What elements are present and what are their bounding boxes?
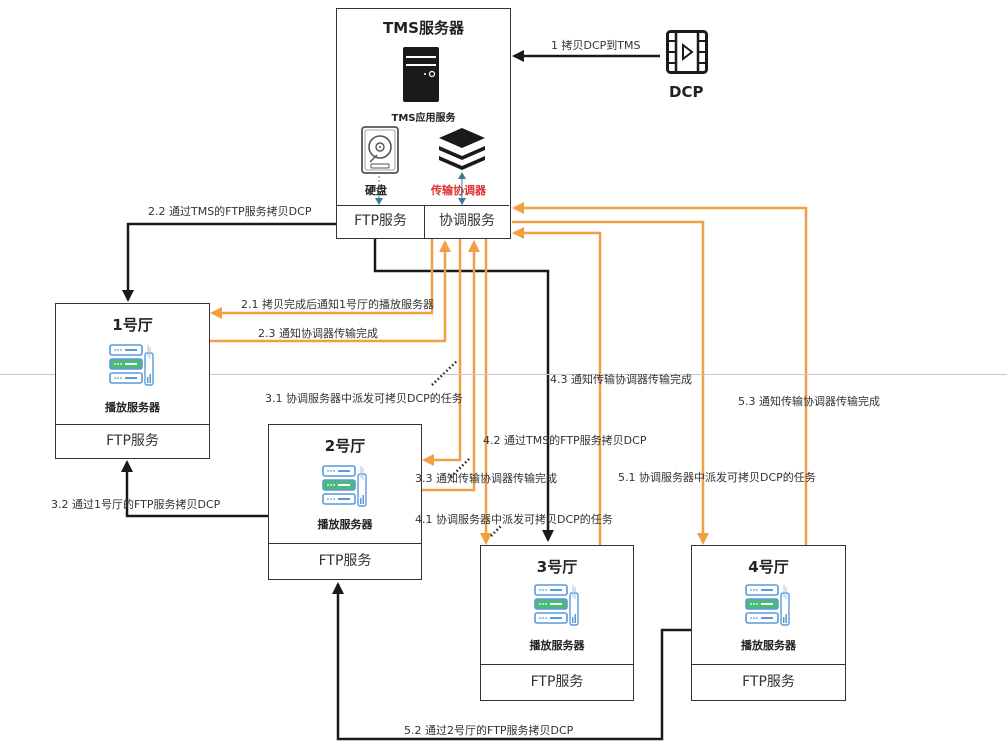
arrow-step-2-2	[122, 222, 336, 302]
hall-server-label: 播放服务器	[317, 518, 373, 531]
step-2-2-label: 2.2 通过TMS的FTP服务拷贝DCP	[148, 205, 312, 218]
hall-title: 3号厅	[536, 558, 578, 576]
step-3-3-label: 3.3 通知传输协调器传输完成	[415, 472, 557, 485]
divider-line	[0, 374, 1007, 375]
hall-server-label: 播放服务器	[105, 401, 160, 414]
arrow-step-5-1	[512, 220, 709, 545]
disk-label: 硬盘	[365, 184, 387, 197]
arrow-step-5-2	[332, 582, 691, 741]
playback-server-icon	[534, 583, 580, 631]
hard-disk-icon	[361, 126, 399, 174]
step-5-3-label: 5.3 通知传输协调器传输完成	[738, 395, 880, 408]
film-reel-icon	[666, 30, 708, 74]
step-4-1-label: 4.1 协调服务器中派发可拷贝DCP的任务	[415, 513, 613, 526]
tms-server-box: TMS服务器 TMS应用服务 硬盘 传输协调器	[336, 8, 511, 239]
hall-2-box: 2号厅 播放服务器 FTP服务	[268, 424, 422, 580]
arrow-step-5-3	[512, 202, 808, 545]
dcp-label: DCP	[669, 83, 704, 101]
callout-3-1	[431, 359, 459, 386]
tms-title: TMS服务器	[383, 19, 464, 37]
hall-ftp-service[interactable]: FTP服务	[56, 424, 209, 458]
disk-link-arrow	[375, 172, 383, 205]
arrow-step-4-2	[373, 238, 554, 542]
hall-ftp-service[interactable]: FTP服务	[269, 543, 421, 579]
hall-server-label: 播放服务器	[529, 639, 585, 652]
coordinator-layers-icon	[439, 128, 485, 170]
tms-coord-service[interactable]: 协调服务	[425, 205, 509, 238]
step-2-1-label: 2.1 拷贝完成后通知1号厅的播放服务器	[241, 298, 434, 311]
arrow-step-2-1	[210, 238, 434, 319]
step-1-label: 1 拷贝DCP到TMS	[551, 39, 641, 52]
step-5-1-label: 5.1 协调服务器中派发可拷贝DCP的任务	[618, 471, 816, 484]
step-4-2-label: 4.2 通过TMS的FTP服务拷贝DCP	[483, 434, 647, 447]
step-4-3-label: 4.3 通知传输协调器传输完成	[550, 373, 692, 386]
hall-4-box: 4号厅 播放服务器 FTP服务	[691, 545, 846, 701]
step-5-2-label: 5.2 通过2号厅的FTP服务拷贝DCP	[404, 724, 574, 737]
hall-ftp-service[interactable]: FTP服务	[692, 664, 845, 700]
step-2-3-label: 2.3 通知协调器传输完成	[258, 327, 378, 340]
hall-title: 4号厅	[748, 558, 789, 576]
coordinator-link-arrow	[458, 172, 466, 205]
tms-ftp-service[interactable]: FTP服务	[337, 205, 425, 238]
playback-server-icon	[109, 343, 155, 391]
step-3-1-label: 3.1 协调服务器中派发可拷贝DCP的任务	[265, 392, 463, 405]
callout-4-1	[490, 524, 503, 537]
step-3-2-label: 3.2 通过1号厅的FTP服务拷贝DCP	[51, 498, 221, 511]
arrow-step-2-3	[210, 240, 451, 343]
hall-title: 1号厅	[112, 316, 153, 334]
hall-1-box: 1号厅 播放服务器 FTP服务	[55, 303, 210, 459]
playback-server-icon	[745, 583, 791, 631]
hall-ftp-service[interactable]: FTP服务	[481, 664, 633, 700]
arrow-step-4-3	[512, 227, 602, 545]
coordinator-label: 传输协调器	[431, 184, 486, 197]
arrow-step-3-1	[422, 238, 462, 466]
hall-title: 2号厅	[324, 437, 366, 455]
server-tower-icon	[403, 47, 439, 102]
playback-server-icon	[322, 464, 368, 512]
hall-server-label: 播放服务器	[741, 639, 796, 652]
arrow-step-3-3	[422, 240, 480, 492]
hall-3-box: 3号厅 播放服务器 FTP服务	[480, 545, 634, 701]
tms-app-service-label: TMS应用服务	[391, 113, 456, 124]
callout-3-3	[450, 457, 471, 478]
arrow-step-3-2	[121, 460, 268, 518]
